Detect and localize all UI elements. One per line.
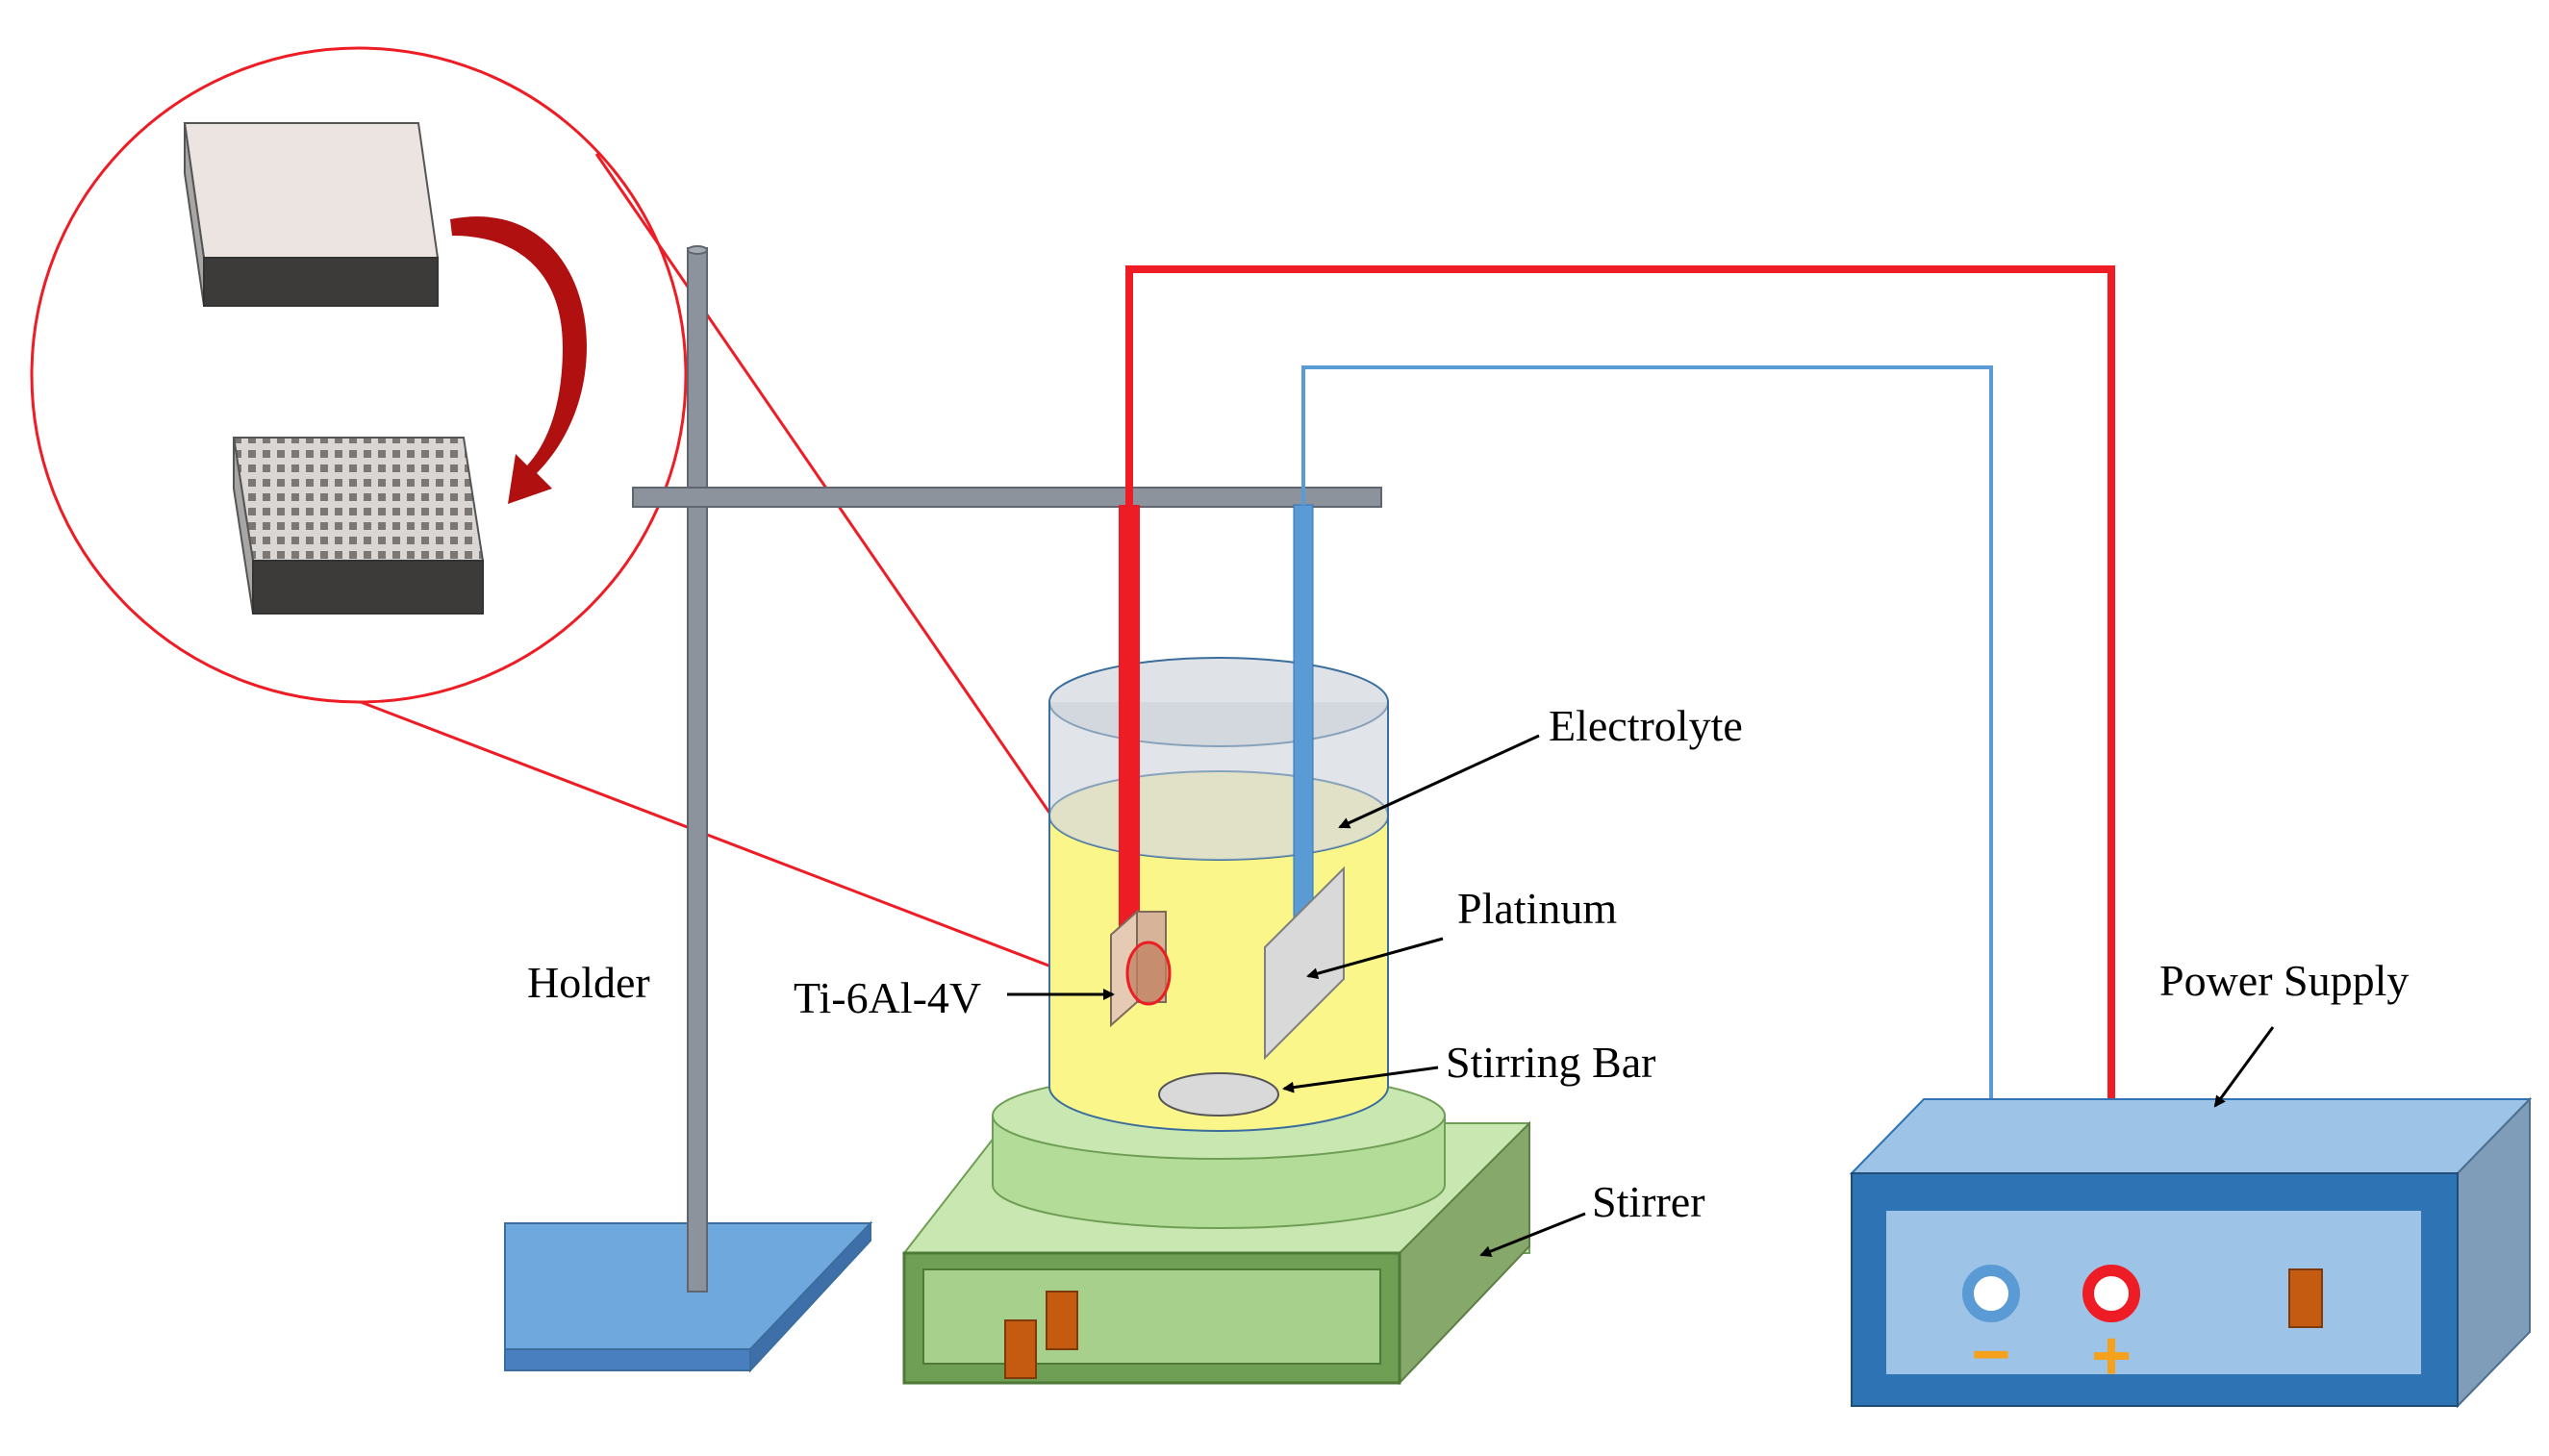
vertical-rod — [687, 247, 708, 1293]
curved-arrow-icon — [450, 216, 587, 505]
stirrer-arrow — [1479, 1212, 1586, 1257]
holder-stand — [504, 245, 1382, 1373]
magnifier-line-bottom — [360, 700, 1115, 992]
label-platinum: Platinum — [1457, 884, 1617, 933]
power-knob[interactable] — [2288, 1268, 2323, 1328]
negative-symbol: − — [1972, 1317, 2011, 1392]
positive-terminal[interactable] — [2082, 1265, 2140, 1322]
label-electrolyte: Electrolyte — [1549, 701, 1743, 750]
label-stirring-bar: Stirring Bar — [1446, 1038, 1655, 1087]
stirring-bar-arrow — [1282, 1066, 1439, 1093]
label-power-supply: Power Supply — [2159, 956, 2409, 1005]
stirrer-knob[interactable] — [1004, 1319, 1037, 1379]
platinum-plate — [1264, 866, 1345, 1061]
magnified-view — [30, 46, 1127, 992]
horizontal-rod — [632, 487, 1382, 508]
porous-block — [232, 437, 485, 615]
positive-symbol: + — [2091, 1318, 2132, 1394]
negative-terminal[interactable] — [1962, 1265, 2020, 1322]
magnifier-line-top — [594, 153, 1127, 924]
cathode-electrode — [1293, 504, 1314, 919]
plain-block — [183, 122, 440, 307]
anode-electrode — [1119, 505, 1140, 928]
label-holder: Holder — [527, 958, 650, 1007]
power-supply: − + — [1849, 1096, 2533, 1409]
magnifier-circle — [30, 46, 688, 704]
label-sample: Ti-6Al-4V — [794, 973, 981, 1022]
electrolyte-arrow — [1338, 734, 1540, 829]
stirrer-knob[interactable] — [1046, 1291, 1078, 1350]
electrodes — [1110, 504, 1345, 1061]
label-stirrer: Stirrer — [1592, 1177, 1705, 1226]
power-supply-arrow — [2213, 1026, 2275, 1108]
red-wire — [1125, 265, 2115, 1289]
blue-wire — [1301, 365, 1993, 1284]
pointer-arrows — [1007, 734, 2275, 1257]
stirring-bar — [1158, 1072, 1279, 1117]
platinum-arrow — [1306, 937, 1444, 980]
